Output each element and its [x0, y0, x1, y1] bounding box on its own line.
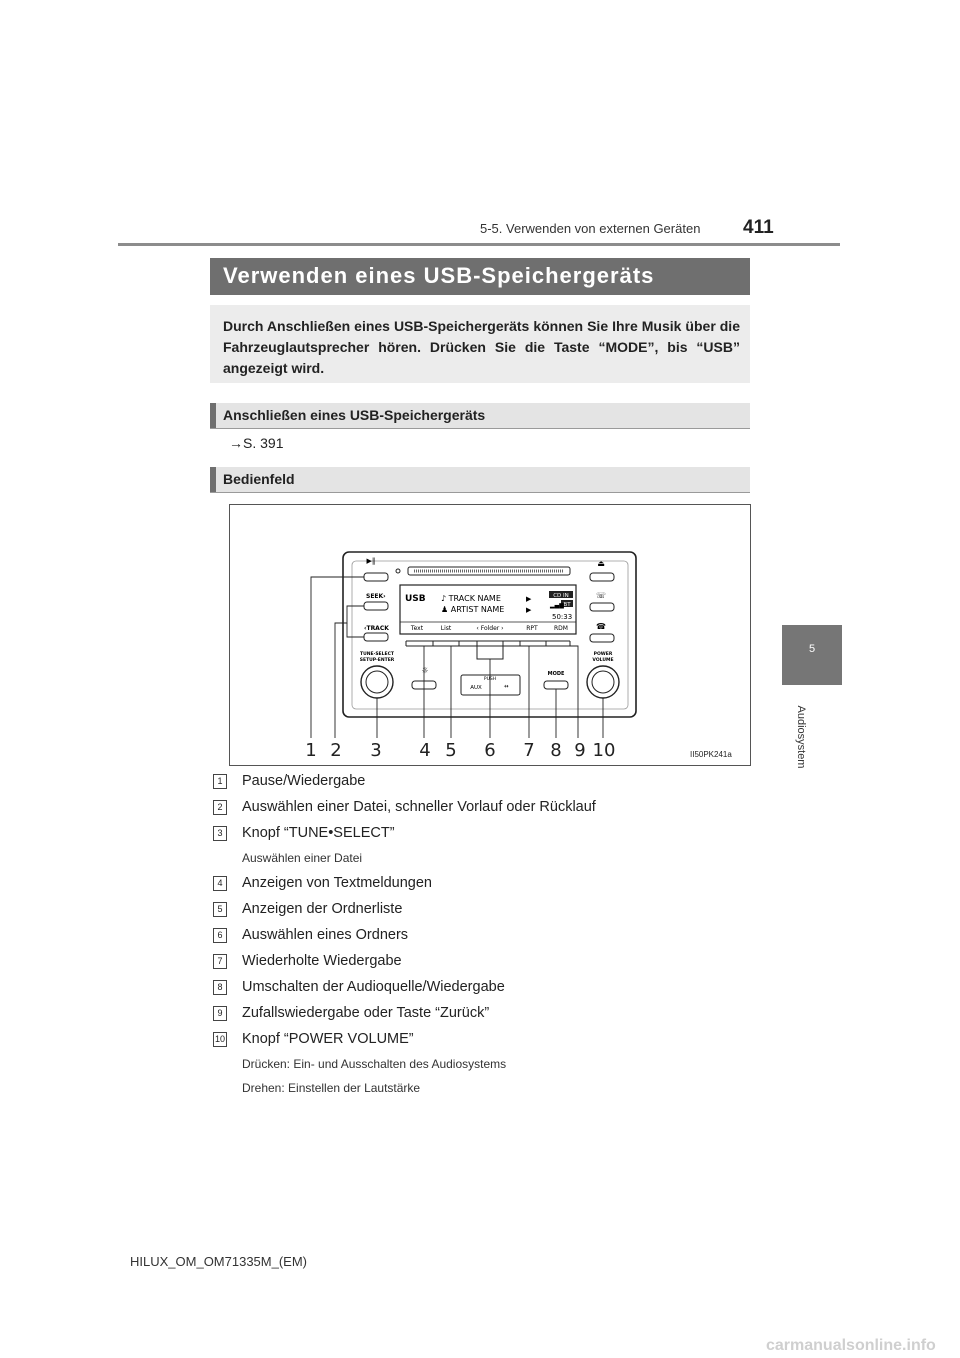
display-track: ♪ TRACK NAME [441, 594, 501, 603]
item-label: Wiederholte Wiedergabe [242, 953, 402, 969]
callout-7: 7 [523, 740, 534, 761]
item-number: 7 [213, 954, 227, 969]
item-label: Zufallswiedergabe oder Taste “Zurück” [242, 1005, 490, 1021]
header-rule [118, 243, 840, 246]
intro-box: Durch Anschließen eines USB-Speichergerä… [210, 305, 750, 383]
item-note: Drehen: Einstellen der Lautstärke [242, 1081, 421, 1095]
item-label: Anzeigen der Ordnerliste [242, 901, 403, 917]
svg-text:☎: ☎ [596, 622, 606, 631]
control-panel-figure: ▶‖ SEEK› ‹TRACK ⏏ ☏ ☎ USB ♪ TRACK NAME ♟… [229, 504, 751, 766]
section-heading-connect-text: Anschließen eines USB-Speichergeräts [223, 407, 486, 423]
svg-text:☏: ☏ [596, 591, 606, 600]
svg-text:▶: ▶ [526, 606, 532, 614]
audio-unit-illustration: ▶‖ SEEK› ‹TRACK ⏏ ☏ ☎ USB ♪ TRACK NAME ♟… [305, 551, 637, 761]
item-number: 6 [213, 928, 227, 943]
callout-6: 6 [484, 740, 495, 761]
item-label: Auswählen eines Ordners [242, 927, 409, 943]
callout-4: 4 [419, 740, 430, 761]
cd-in-indicator: CD IN [553, 593, 569, 599]
softkey-folder: ‹ Folder › [476, 625, 503, 632]
item-number: 5 [213, 902, 227, 917]
tune-label-1: TUNE·SELECT [360, 651, 395, 657]
page-reference-link[interactable]: →S. 391 [229, 435, 284, 451]
softkey-rpt: RPT [526, 625, 538, 632]
section-heading-connect: Anschließen eines USB-Speichergeräts [210, 403, 750, 429]
svg-text:▶: ▶ [526, 595, 532, 603]
power-label-1: POWER [594, 651, 613, 657]
chapter-tab[interactable]: 5 [782, 625, 842, 685]
softkey-text: Text [410, 625, 424, 632]
svg-text:▶‖: ▶‖ [367, 557, 376, 565]
intro-text: Durch Anschließen eines USB-Speichergerä… [223, 318, 740, 376]
callout-1: 1 [305, 740, 316, 761]
item-label: Pause/Wiedergabe [242, 773, 366, 789]
item-number: 8 [213, 980, 227, 995]
item-label: Knopf “POWER VOLUME” [242, 1031, 414, 1047]
callout-10: 10 [593, 740, 616, 761]
svg-text:⏏: ⏏ [597, 559, 605, 568]
aux-label: AUX [470, 685, 482, 691]
item-number: 3 [213, 826, 227, 841]
item-number: 1 [213, 774, 227, 789]
display-source: USB [405, 594, 426, 604]
callout-9: 9 [574, 740, 585, 761]
item-number: 2 [213, 800, 227, 815]
page-title-bar: Verwenden eines USB-Speichergeräts [210, 258, 750, 295]
item-number: 10 [213, 1032, 227, 1047]
section-heading-panel: Bedienfeld [210, 467, 750, 493]
display-time: 50:33 [552, 613, 572, 621]
callout-8: 8 [550, 740, 561, 761]
item-note: Auswählen einer Datei [242, 851, 363, 865]
callout-3: 3 [370, 740, 381, 761]
bt-indicator: BT [563, 602, 571, 608]
figure-code: II50PK241a [690, 750, 732, 759]
tune-label-2: SETUP·ENTER [360, 657, 395, 663]
signal-icon: ▂▄▆ [549, 602, 564, 609]
chapter-label: Audiosystem [795, 705, 807, 769]
track-label: ‹TRACK [364, 625, 389, 632]
softkey-rdm: RDM [554, 625, 568, 632]
item-label: Anzeigen von Textmeldungen [242, 875, 432, 891]
softkey-list: List [441, 625, 452, 632]
callout-2: 2 [330, 740, 341, 761]
item-number: 4 [213, 876, 227, 891]
page-number: 411 [743, 217, 774, 238]
page-title: Verwenden eines USB-Speichergeräts [223, 263, 655, 288]
section-breadcrumb: 5-5. Verwenden von externen Geräten [480, 221, 701, 236]
item-label: Knopf “TUNE•SELECT” [242, 825, 395, 841]
seek-label: SEEK› [366, 593, 386, 600]
watermark[interactable]: carmanualsonline.info [766, 1337, 936, 1354]
item-number: 9 [213, 1006, 227, 1021]
item-note: Drücken: Ein- und Ausschalten des Audios… [242, 1057, 507, 1071]
section-heading-panel-text: Bedienfeld [223, 471, 295, 487]
callout-5: 5 [445, 740, 456, 761]
heading-marker [210, 467, 216, 492]
item-label: Auswählen einer Datei, schneller Vorlauf… [242, 799, 596, 815]
usb-icon: ⇸ [503, 683, 508, 690]
power-label-2: VOLUME [592, 657, 613, 663]
heading-marker [210, 403, 216, 428]
item-label: Umschalten der Audioquelle/Wiedergabe [242, 979, 505, 995]
svg-text:☼: ☼ [421, 666, 428, 675]
document-code: HILUX_OM_OM71335M_(EM) [130, 1254, 307, 1269]
display-artist: ♟ ARTIST NAME [441, 605, 504, 614]
mode-label: MODE [548, 671, 565, 677]
